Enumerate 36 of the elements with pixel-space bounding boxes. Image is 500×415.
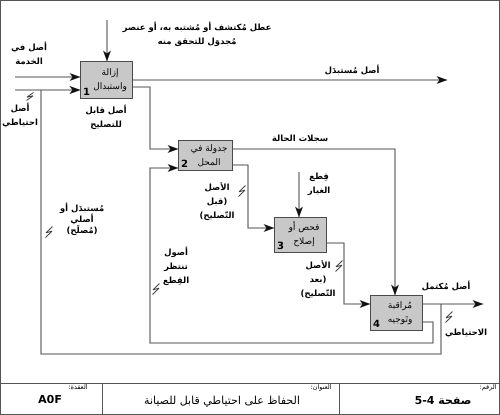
arrow bbox=[103, 20, 111, 62]
process-label: مُراقبة وتَوجيه bbox=[386, 300, 414, 327]
arrow bbox=[133, 76, 448, 84]
process-box bbox=[370, 295, 423, 331]
process-label: فحص أو إصلاح bbox=[288, 221, 320, 249]
arrow bbox=[149, 164, 434, 344]
process-label: إزالة واستبدال bbox=[92, 67, 128, 94]
edge-label: قِطع الغيار bbox=[306, 171, 332, 198]
edge-label: أصل مُستبدَل bbox=[324, 64, 380, 78]
title-text: الحفاظ على احتياطي قابل للصيانة bbox=[143, 393, 301, 408]
arrow bbox=[15, 73, 80, 81]
edge-label: الأصل (بعد التّصليح) bbox=[300, 259, 336, 301]
edge-label: أصل قابل للتصليح bbox=[84, 104, 128, 132]
process-label: جدولة في المحل bbox=[190, 143, 228, 170]
process-box bbox=[178, 140, 233, 171]
edge-label: أصول تنتظر القِطع bbox=[162, 246, 190, 288]
page-number: صفحة 4-5 bbox=[414, 393, 472, 408]
step-number: 2 bbox=[181, 159, 188, 170]
arrow bbox=[133, 86, 178, 153]
edge-label: أصل في الخدمة bbox=[10, 41, 48, 69]
arrow bbox=[233, 148, 399, 296]
edge-label: سجلات الحالة bbox=[270, 133, 330, 146]
edge-label: أصل مُكتمل bbox=[420, 280, 472, 294]
step-number: 1 bbox=[83, 87, 90, 98]
edge-label: أصل احتياطي bbox=[1, 102, 39, 130]
annotation-text: مُستبدَل أو أصلي (مُصلَح) bbox=[58, 204, 106, 237]
arrow bbox=[233, 164, 274, 232]
arrow bbox=[295, 172, 303, 218]
node-code: A0F bbox=[37, 392, 63, 407]
edge-label: عطل مُكتشف أو مُشتبه به، أو عنصر مُجدوَل للتحقق منه bbox=[122, 21, 272, 49]
edge-label: الأصل (قبل التّصليح) bbox=[198, 181, 236, 223]
process-box bbox=[80, 61, 133, 99]
process-box bbox=[274, 217, 327, 253]
step-number: 4 bbox=[373, 319, 380, 330]
arrow bbox=[327, 242, 370, 308]
step-number: 3 bbox=[277, 241, 284, 252]
